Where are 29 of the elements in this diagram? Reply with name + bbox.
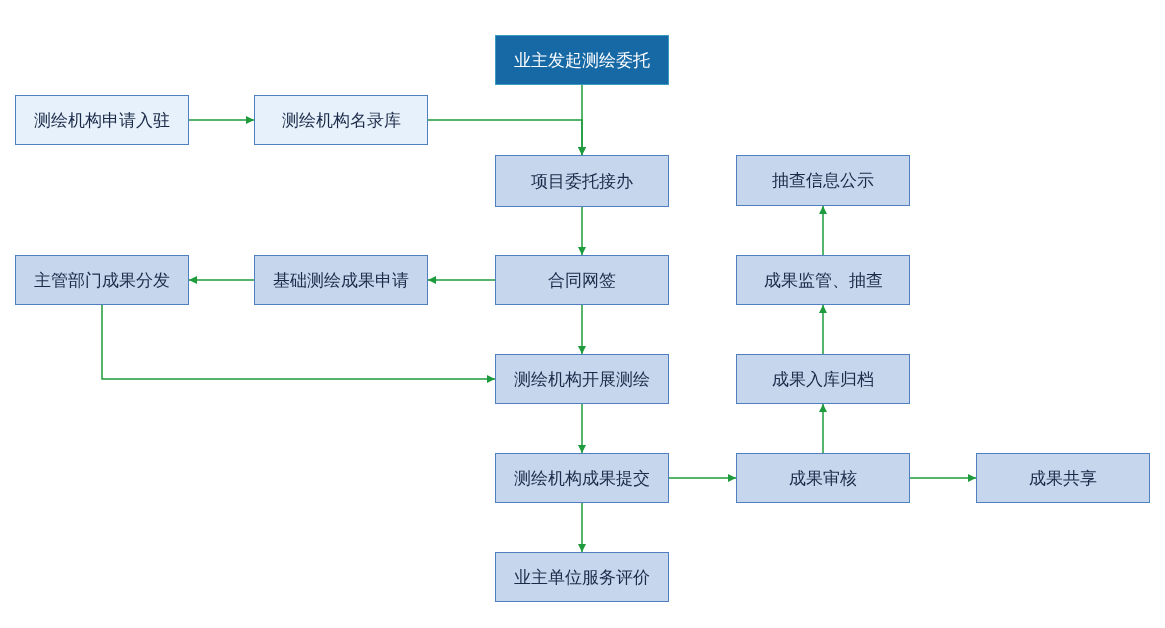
arrow [188,276,255,284]
process-box: 测绘机构申请入驻 [15,95,189,145]
process-box: 测绘机构开展测绘 [495,354,669,404]
arrow [578,502,586,553]
arrow [188,116,255,124]
process-box: 合同网签 [495,255,669,305]
arrow [578,304,586,355]
arrow [427,276,496,284]
process-box: 测绘机构成果提交 [495,453,669,503]
process-box: 主管部门成果分发 [15,255,189,305]
arrow [427,119,586,156]
process-box: 项目委托接办 [495,155,669,207]
process-box: 成果监管、抽查 [736,255,910,305]
process-box: 成果共享 [976,453,1150,503]
process-box: 业主发起测绘委托 [495,35,669,85]
arrow [819,304,827,355]
process-box: 业主单位服务评价 [495,552,669,602]
arrow [909,474,977,482]
process-box: 成果审核 [736,453,910,503]
arrow [819,403,827,454]
process-box: 抽查信息公示 [736,155,910,206]
arrow [819,205,827,256]
arrow [578,206,586,256]
process-box: 成果入库归档 [736,354,910,404]
process-box: 基础测绘成果申请 [254,255,428,305]
arrow [101,304,496,383]
arrow [578,403,586,454]
process-box: 测绘机构名录库 [254,95,428,145]
arrow [668,474,737,482]
